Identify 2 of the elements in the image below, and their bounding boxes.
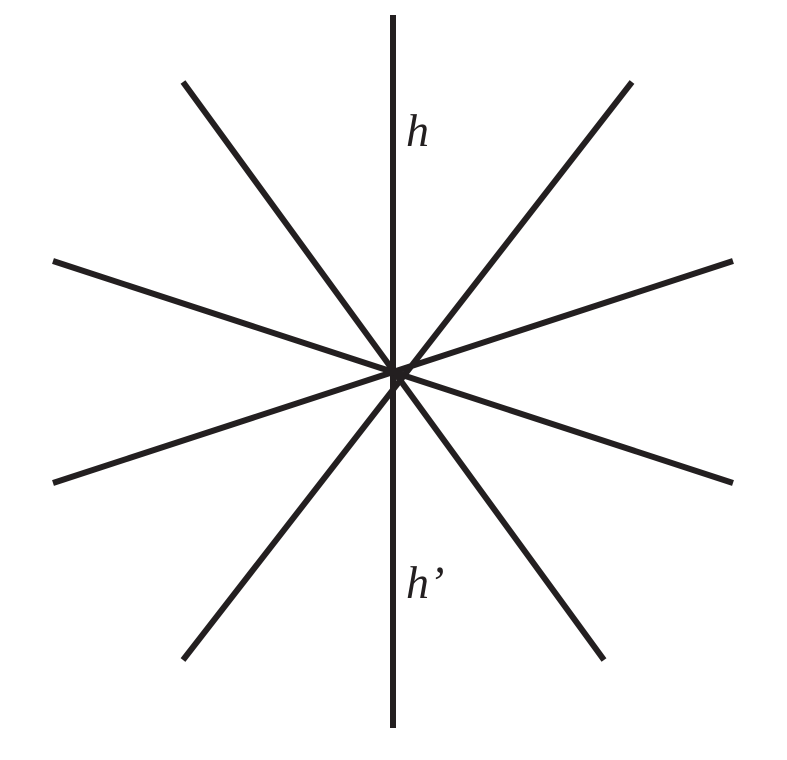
line-label: h (406, 108, 429, 154)
line-label: h’ (406, 560, 444, 606)
